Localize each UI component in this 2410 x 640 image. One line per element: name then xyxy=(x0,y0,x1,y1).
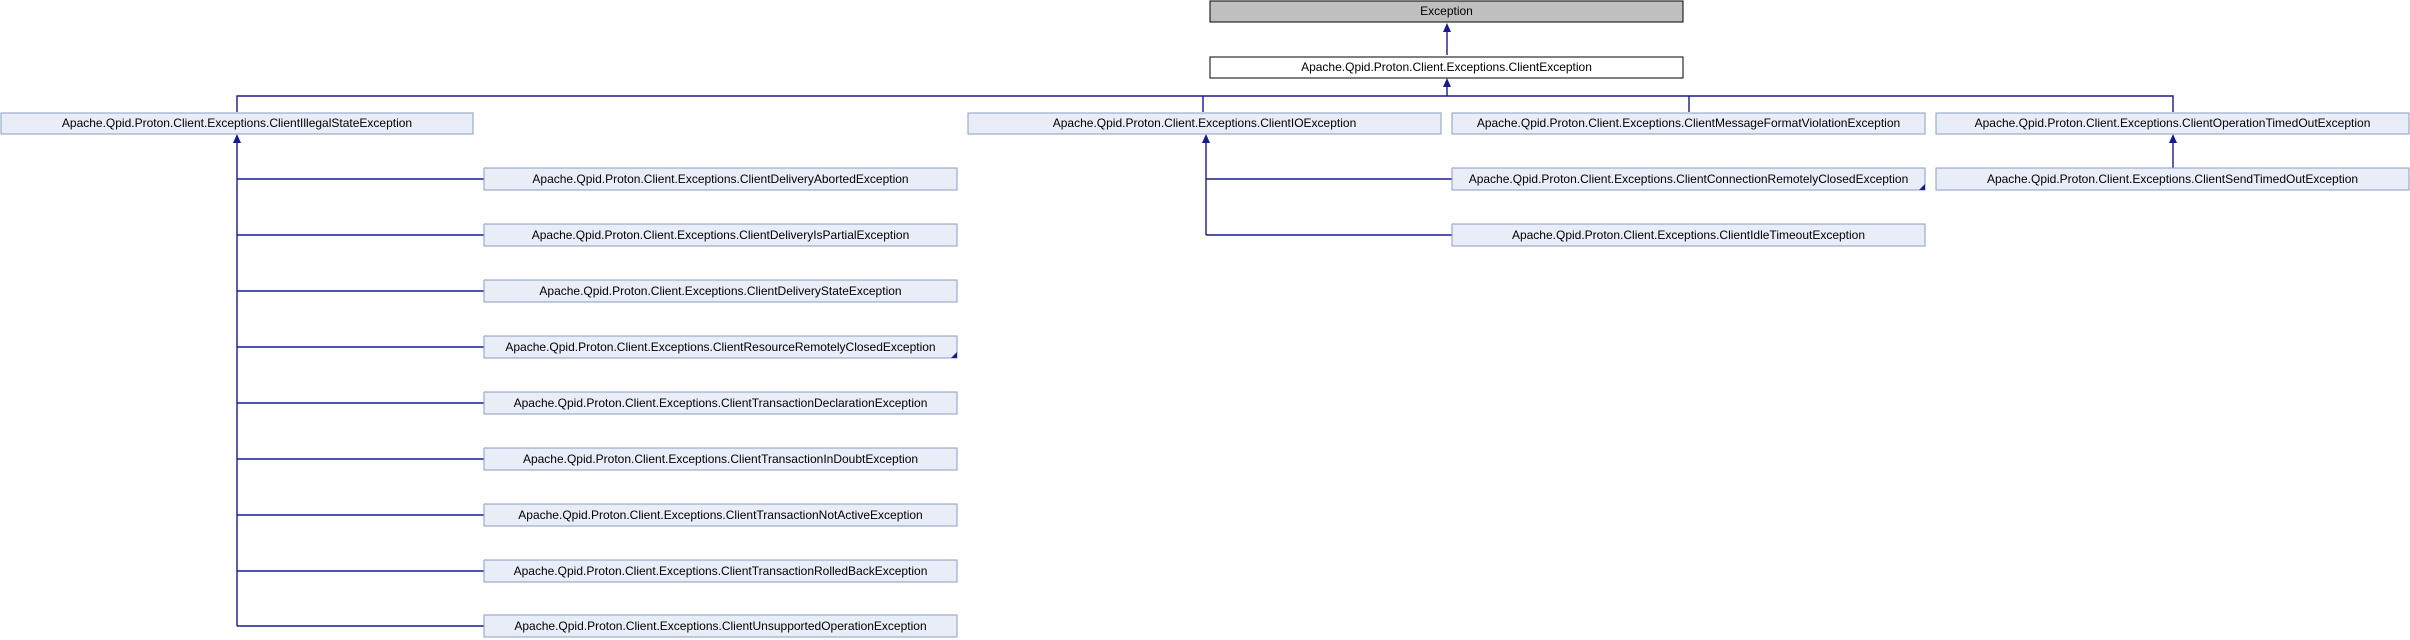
svg-text:Apache.Qpid.Proton.Client.Exce: Apache.Qpid.Proton.Client.Exceptions.Cli… xyxy=(523,452,918,466)
edge-arrowhead xyxy=(1202,134,1210,143)
edge-arrowhead xyxy=(1443,78,1451,87)
node-client-transaction-declaration-exception[interactable]: Apache.Qpid.Proton.Client.Exceptions.Cli… xyxy=(483,391,958,415)
edge-io-children xyxy=(1205,143,1452,236)
node-client-delivery-state-exception[interactable]: Apache.Qpid.Proton.Client.Exceptions.Cli… xyxy=(483,279,958,303)
svg-text:Apache.Qpid.Proton.Client.Exce: Apache.Qpid.Proton.Client.Exceptions.Cli… xyxy=(1053,116,1357,130)
edge-arrowhead xyxy=(2169,134,2177,143)
fold-corner-icon xyxy=(951,352,957,358)
inheritance-edges xyxy=(233,23,2177,627)
svg-text:Apache.Qpid.Proton.Client.Exce: Apache.Qpid.Proton.Client.Exceptions.Cli… xyxy=(1987,172,2358,186)
node-client-exception[interactable]: Apache.Qpid.Proton.Client.Exceptions.Cli… xyxy=(1209,56,1684,79)
node-client-send-timed-out-exception[interactable]: Apache.Qpid.Proton.Client.Exceptions.Cli… xyxy=(1935,167,2410,191)
svg-text:Apache.Qpid.Proton.Client.Exce: Apache.Qpid.Proton.Client.Exceptions.Cli… xyxy=(62,116,412,130)
node-exception[interactable]: Exception xyxy=(1209,0,1684,23)
node-client-unsupported-operation-exception[interactable]: Apache.Qpid.Proton.Client.Exceptions.Cli… xyxy=(483,614,958,638)
svg-text:Apache.Qpid.Proton.Client.Exce: Apache.Qpid.Proton.Client.Exceptions.Cli… xyxy=(518,508,922,522)
fold-corner-icon xyxy=(1919,184,1925,190)
node-client-delivery-aborted-exception[interactable]: Apache.Qpid.Proton.Client.Exceptions.Cli… xyxy=(483,167,958,191)
node-client-transaction-in-doubt-exception[interactable]: Apache.Qpid.Proton.Client.Exceptions.Cli… xyxy=(483,447,958,471)
svg-text:Apache.Qpid.Proton.Client.Exce: Apache.Qpid.Proton.Client.Exceptions.Cli… xyxy=(514,619,926,633)
edge-arrowhead xyxy=(1443,23,1451,32)
svg-text:Apache.Qpid.Proton.Client.Exce: Apache.Qpid.Proton.Client.Exceptions.Cli… xyxy=(532,172,908,186)
svg-text:Apache.Qpid.Proton.Client.Exce: Apache.Qpid.Proton.Client.Exceptions.Cli… xyxy=(505,340,935,354)
edge-arrowhead xyxy=(233,134,241,143)
node-client-io-exception[interactable]: Apache.Qpid.Proton.Client.Exceptions.Cli… xyxy=(967,112,1442,135)
edge-illegal-state-children xyxy=(236,143,484,627)
node-client-message-format-violation-exception[interactable]: Apache.Qpid.Proton.Client.Exceptions.Cli… xyxy=(1451,112,1926,135)
node-client-connection-remotely-closed-exception[interactable]: Apache.Qpid.Proton.Client.Exceptions.Cli… xyxy=(1451,167,1926,191)
node-client-transaction-not-active-exception[interactable]: Apache.Qpid.Proton.Client.Exceptions.Cli… xyxy=(483,503,958,527)
svg-text:Apache.Qpid.Proton.Client.Exce: Apache.Qpid.Proton.Client.Exceptions.Cli… xyxy=(1512,228,1865,242)
svg-text:Apache.Qpid.Proton.Client.Exce: Apache.Qpid.Proton.Client.Exceptions.Cli… xyxy=(1477,116,1900,130)
node-client-transaction-rolled-back-exception[interactable]: Apache.Qpid.Proton.Client.Exceptions.Cli… xyxy=(483,559,958,583)
svg-text:Apache.Qpid.Proton.Client.Exce: Apache.Qpid.Proton.Client.Exceptions.Cli… xyxy=(514,396,928,410)
svg-text:Apache.Qpid.Proton.Client.Exce: Apache.Qpid.Proton.Client.Exceptions.Cli… xyxy=(1301,60,1592,74)
svg-text:Apache.Qpid.Proton.Client.Exce: Apache.Qpid.Proton.Client.Exceptions.Cli… xyxy=(539,284,901,298)
edge-level2-bus xyxy=(236,87,2174,112)
node-client-operation-timed-out-exception[interactable]: Apache.Qpid.Proton.Client.Exceptions.Cli… xyxy=(1935,112,2410,135)
node-client-delivery-is-partial-exception[interactable]: Apache.Qpid.Proton.Client.Exceptions.Cli… xyxy=(483,223,958,247)
node-client-illegal-state-exception[interactable]: Apache.Qpid.Proton.Client.Exceptions.Cli… xyxy=(0,112,474,135)
svg-text:Apache.Qpid.Proton.Client.Exce: Apache.Qpid.Proton.Client.Exceptions.Cli… xyxy=(514,564,928,578)
node-client-idle-timeout-exception[interactable]: Apache.Qpid.Proton.Client.Exceptions.Cli… xyxy=(1451,223,1926,247)
svg-text:Apache.Qpid.Proton.Client.Exce: Apache.Qpid.Proton.Client.Exceptions.Cli… xyxy=(1975,116,2371,130)
svg-text:Apache.Qpid.Proton.Client.Exce: Apache.Qpid.Proton.Client.Exceptions.Cli… xyxy=(532,228,910,242)
svg-text:Exception: Exception xyxy=(1420,4,1473,18)
svg-text:Apache.Qpid.Proton.Client.Exce: Apache.Qpid.Proton.Client.Exceptions.Cli… xyxy=(1469,172,1909,186)
node-client-resource-remotely-closed-exception[interactable]: Apache.Qpid.Proton.Client.Exceptions.Cli… xyxy=(483,335,958,359)
